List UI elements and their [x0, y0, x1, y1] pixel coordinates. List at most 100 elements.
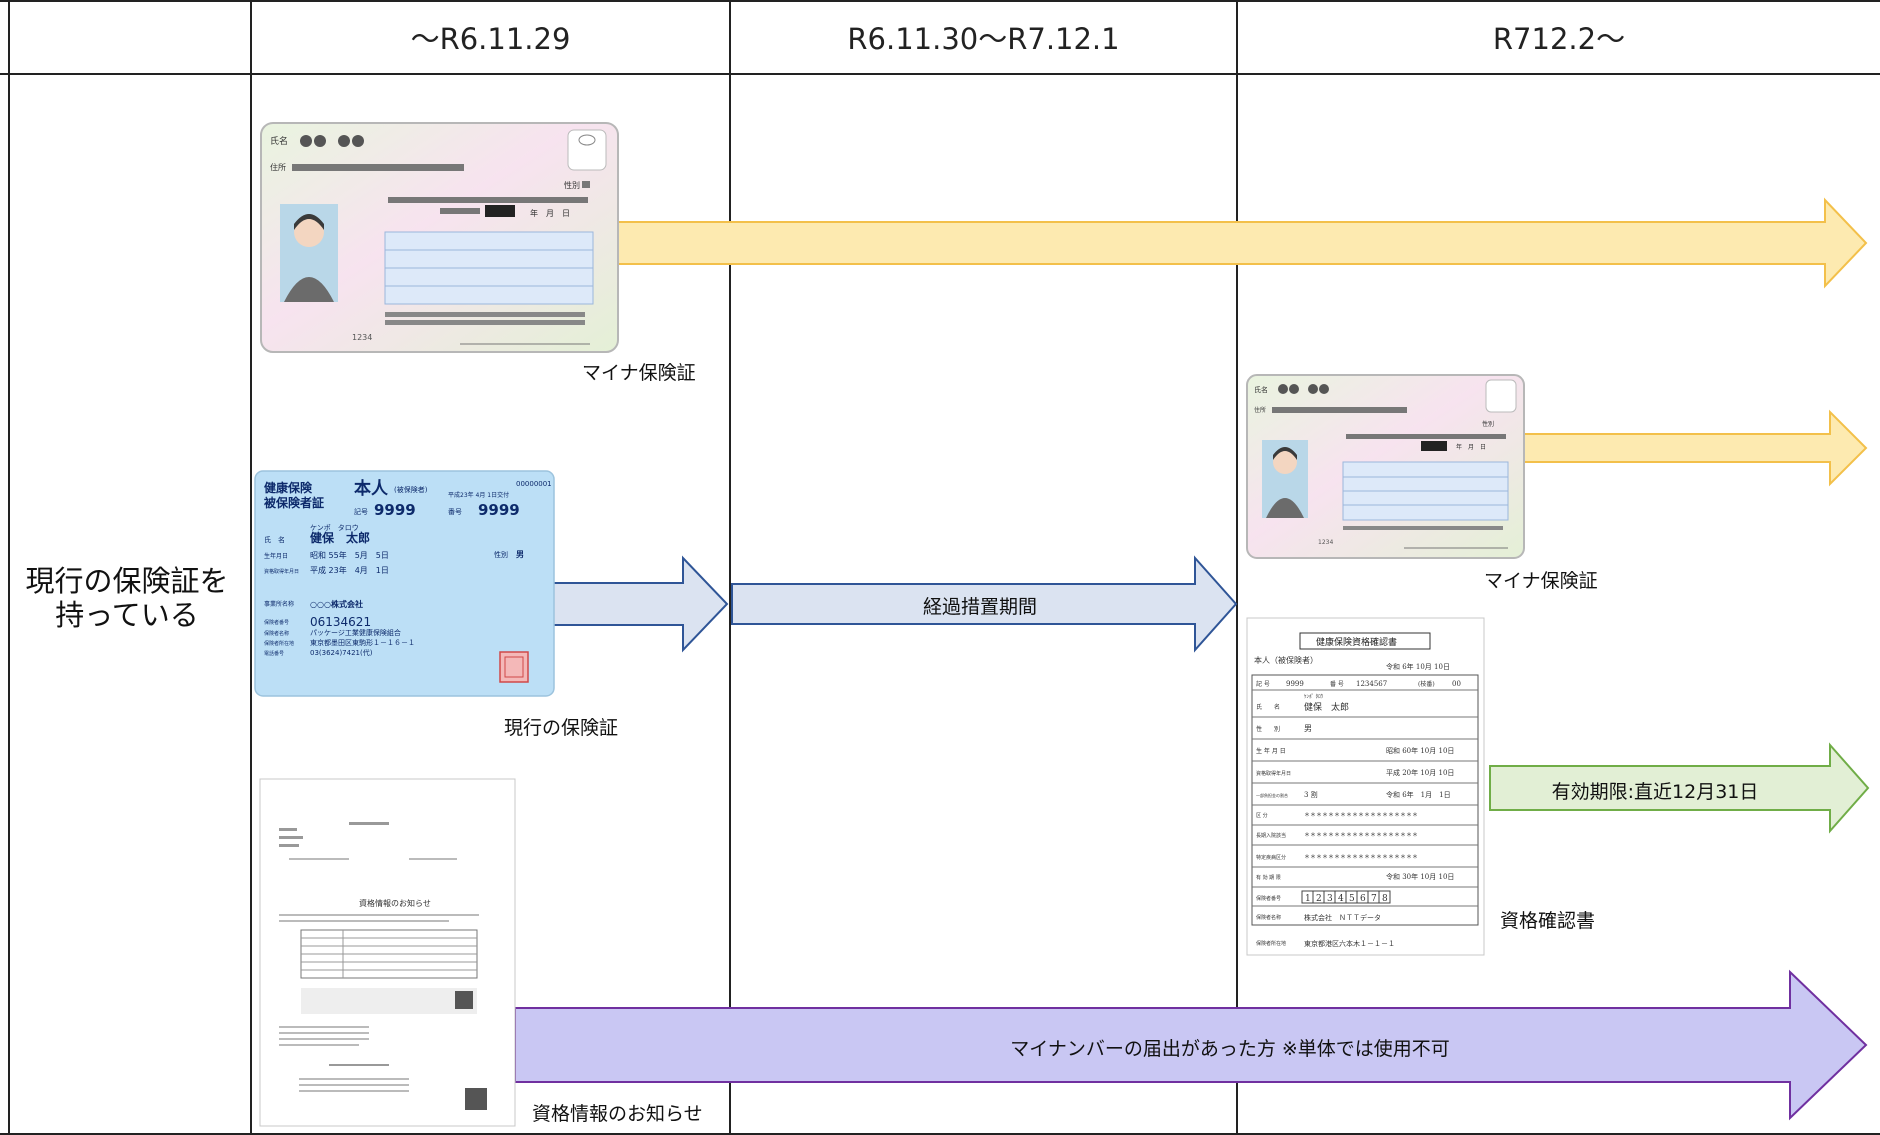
date-label: 年 月 日 [1456, 443, 1486, 451]
text-line [299, 1084, 409, 1086]
insurer-addr: 東京都墨田区東駒形１－１６－１ [310, 638, 415, 647]
sex-mask [582, 181, 590, 188]
notice-box [301, 988, 477, 1014]
name-label: 氏 名 [1256, 703, 1280, 711]
card-number: 1234 [352, 333, 372, 342]
chip [1485, 379, 1517, 413]
qualification-notice-caption: 資格情報のお知らせ [532, 1103, 703, 1125]
column-divider-2 [729, 0, 731, 1135]
name-dot [352, 135, 364, 147]
current-card-caption: 現行の保険証 [504, 717, 619, 739]
number-value: 1234567 [1356, 680, 1387, 688]
ratio-value: 3 割 [1304, 790, 1318, 799]
ratio-label: 一部負担金の割合 [1256, 792, 1288, 798]
qualification-notice-doc: 資格情報のお知らせ [259, 778, 516, 1127]
name-dot [338, 135, 350, 147]
address-mask [1272, 407, 1407, 413]
name-dot [314, 135, 326, 147]
qualification-cert-doc: 健康保険資格確認書 本人（被保険者） 令和 6年 10月 10日 記 号 999… [1246, 617, 1485, 956]
symbol-value: 9999 [374, 501, 416, 519]
kana: ケンポ タロウ [310, 523, 359, 532]
doc-title: 健康保険資格確認書 [1316, 636, 1397, 648]
column-divider-1 [250, 0, 252, 1135]
myna-card-1-caption: マイナ保険証 [582, 362, 696, 384]
masked-3: ＊＊＊＊＊＊＊＊＊＊＊＊＊＊＊＊＊＊＊ [1304, 854, 1418, 861]
column-header-period-1: ～R6.11.29 [410, 22, 571, 56]
insurer-digit: 5 [1349, 894, 1355, 904]
phone: 03(3624)7421(代) [310, 648, 373, 657]
text-line [279, 844, 299, 847]
insurer-digit: 6 [1360, 894, 1366, 904]
number-value: 9999 [478, 501, 520, 519]
text-line [279, 914, 479, 916]
myna-arrow-1-shape [614, 197, 1868, 289]
column-divider-0 [8, 0, 10, 1135]
insurer-name-label: 保険者名称 [1256, 914, 1281, 921]
name-dot [1308, 384, 1318, 394]
myna-card-1: 氏名 住所 性別 年 月 日 1234 [260, 122, 619, 353]
doc-title: 資格情報のお知らせ [359, 898, 431, 908]
transition-arrow-shape [731, 555, 1238, 653]
insurer-digit: 8 [1382, 894, 1388, 904]
qr-code [465, 1088, 487, 1110]
acq-value: 平成 20年 10月 10日 [1386, 768, 1454, 777]
number-mask [1343, 526, 1503, 530]
valid-label: 有 効 期 限 [1256, 874, 1281, 881]
row-label: 現行の保険証を持っている [25, 564, 229, 632]
branch-label: (枝番) [1418, 680, 1435, 688]
date-label: 年 月 日 [530, 208, 570, 218]
current-card-arrow-shape [551, 555, 729, 653]
acq-value: 平成 23年 4月 1日 [310, 565, 389, 575]
name-value: 健保 太郎 [1304, 701, 1349, 713]
masked-1: ＊＊＊＊＊＊＊＊＊＊＊＊＊＊＊＊＊＊＊ [1304, 812, 1418, 819]
text-line [409, 858, 457, 860]
symbol-label: 記 号 [1256, 680, 1270, 688]
insurer-addr-label: 保険者所在地 [1256, 940, 1286, 947]
insurer-digit: 1 [1305, 894, 1311, 904]
text-line [279, 836, 303, 839]
sex-value: 男 [1304, 724, 1312, 733]
table-top-border [0, 0, 1880, 2]
insurer-digit: 2 [1316, 894, 1322, 904]
insurer-digit-boxes: 1 2 3 4 5 6 7 8 [1301, 890, 1391, 904]
qualification-cert-caption: 資格確認書 [1500, 910, 1596, 932]
title-2: 被保険者証 [264, 495, 324, 510]
number-label: 番 号 [1330, 681, 1344, 688]
myna-card-2-caption: マイナ保険証 [1484, 570, 1598, 592]
text-line [349, 822, 389, 825]
insurer-digit: 7 [1371, 894, 1377, 904]
address-mask [292, 164, 464, 171]
branch-value: 00 [1452, 680, 1461, 688]
card-body [254, 470, 555, 697]
person-sub: (被保険者) [394, 485, 428, 494]
chip [567, 129, 607, 171]
text-line [279, 1032, 369, 1034]
text-line [279, 920, 449, 922]
notice-arrow-shape [514, 969, 1868, 1121]
insurer-no: 06134621 [310, 615, 371, 629]
sex-label: 性 別 [1256, 725, 1280, 733]
r3-label: 特定疾病区分 [1256, 854, 1286, 861]
address-label: 住所 [270, 162, 286, 172]
photo-head [294, 217, 324, 247]
chip-mark [578, 134, 596, 146]
issue: 令和 6年 10月 10日 [1386, 662, 1450, 671]
acq-label: 資格取得年月日 [264, 568, 299, 575]
text-line [279, 1026, 369, 1028]
cert-table [1251, 674, 1479, 926]
myna-card-2: 氏名 住所 性別 年 月 日 1234 [1246, 374, 1525, 559]
insurer-digit: 3 [1327, 894, 1333, 904]
paper [1246, 617, 1485, 956]
text-line [329, 1064, 389, 1066]
name-dot [1319, 384, 1329, 394]
title-box [1299, 632, 1431, 650]
sex-label: 性別 [494, 550, 508, 559]
photo-hair [294, 214, 324, 230]
column-divider-3 [1236, 0, 1238, 1135]
